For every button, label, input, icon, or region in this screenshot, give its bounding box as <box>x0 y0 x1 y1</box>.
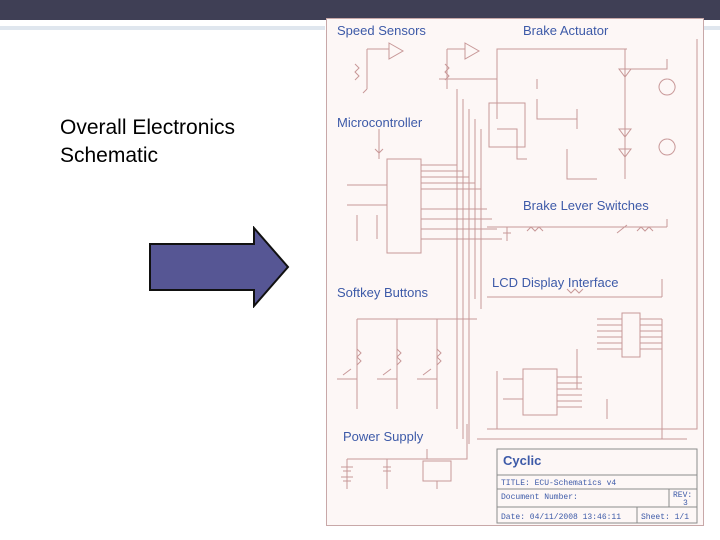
slide-title-line-1: Overall Electronics <box>60 116 236 139</box>
section-label-brake-actuator: Brake Actuator <box>523 23 609 38</box>
slide-title: Overall Electronics Schematic <box>60 114 310 170</box>
title-block-rev-label: REV: <box>673 491 693 500</box>
section-label-speed-sensors: Speed Sensors <box>337 23 426 38</box>
title-block-rev: 3 <box>683 499 688 508</box>
slide-accent-line-right <box>700 26 720 30</box>
section-label-power-supply: Power Supply <box>343 429 424 444</box>
slide-top-bar <box>0 0 720 20</box>
right-arrow-icon <box>149 226 290 308</box>
schematic-wiring <box>337 39 698 524</box>
section-label-brake-lever-switches: Brake Lever Switches <box>523 198 649 213</box>
section-label-softkey-buttons: Softkey Buttons <box>337 285 429 300</box>
title-block-title: TITLE: ECU-Schematics v4 <box>501 479 617 488</box>
section-label-lcd-display-interface: LCD Display Interface <box>492 275 619 290</box>
electronics-schematic: Speed Sensors Brake Actuator Microcontro… <box>326 18 704 526</box>
title-block-date: Date: 04/11/2008 13:46:11 <box>501 513 622 522</box>
section-label-microcontroller: Microcontroller <box>337 115 423 130</box>
title-block-document-number: Document Number: <box>501 493 578 502</box>
slide-accent-line <box>0 26 325 30</box>
title-block-company: Cyclic <box>503 453 542 468</box>
slide-title-line-2: Schematic <box>60 144 159 167</box>
title-block-sheet: Sheet: 1/1 <box>641 513 690 522</box>
